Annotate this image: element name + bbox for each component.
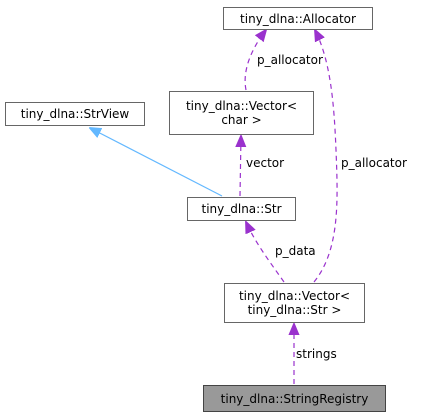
node-allocator[interactable]: tiny_dlna::Allocator (223, 7, 373, 30)
node-strview[interactable]: tiny_dlna::StrView (5, 102, 145, 126)
node-vector-char[interactable]: tiny_dlna::Vector< char > (169, 91, 314, 135)
node-vector-char-line-1: tiny_dlna::Vector< (185, 99, 298, 113)
node-str[interactable]: tiny_dlna::Str (187, 197, 296, 221)
edge-label-str-vector: vector (246, 156, 285, 170)
node-strview-line-1: tiny_dlna::StrView (20, 107, 130, 121)
edge-str-vector (240, 136, 241, 197)
node-str-line-1: tiny_dlna::Str (201, 202, 282, 216)
node-vector-str[interactable]: tiny_dlna::Vector< tiny_dlna::Str > (224, 283, 365, 323)
edge-label-vector-str-allocator: p_allocator (341, 156, 407, 170)
node-string-registry[interactable]: tiny_dlna::StringRegistry (203, 385, 386, 412)
edge-str-inherits-strview (90, 128, 223, 197)
edge-vector-char-allocator (244, 30, 266, 91)
edge-vector-str-data (246, 222, 285, 283)
edge-vector-str-allocator (313, 30, 338, 283)
edge-label-vector-char-allocator: p_allocator (257, 53, 323, 67)
edge-label-vector-str-data: p_data (275, 244, 316, 258)
node-vector-str-line-1: tiny_dlna::Vector< (238, 289, 351, 303)
node-vector-char-line-2: char > (221, 113, 262, 127)
node-allocator-line-1: tiny_dlna::Allocator (240, 11, 356, 26)
edge-label-registry-strings: strings (296, 347, 337, 361)
node-string-registry-line-1: tiny_dlna::StringRegistry (220, 391, 369, 406)
node-vector-str-line-2: tiny_dlna::Str > (247, 303, 342, 317)
